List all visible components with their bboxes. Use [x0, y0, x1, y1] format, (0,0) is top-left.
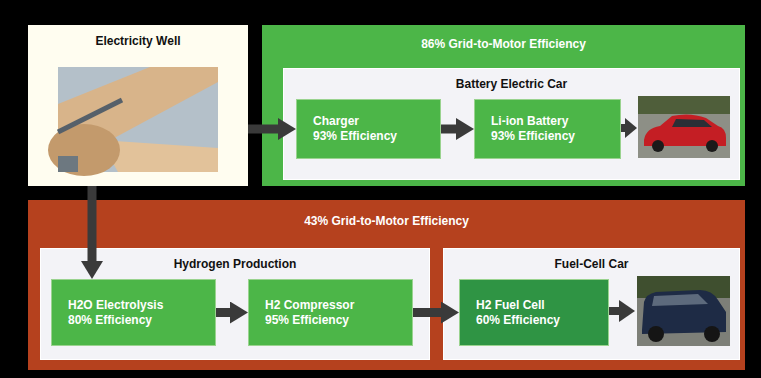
arrow-to-car: [609, 300, 635, 322]
efficiency-value: 95% Efficiency: [265, 313, 349, 328]
battery-car-photo: [638, 96, 730, 158]
process-box: H2 Compressor95% Efficiency: [248, 279, 413, 346]
panel-title: Hydrogen Production: [41, 257, 429, 272]
panel-title: Electricity Well: [28, 34, 248, 49]
efficiency-value: 93% Efficiency: [313, 129, 397, 144]
panel-title: Battery Electric Car: [284, 77, 739, 92]
efficiency-value: 80% Efficiency: [68, 313, 152, 328]
box-label: Charger: [313, 114, 359, 129]
flow-arrow: [216, 308, 230, 317]
flow-arrow: [413, 308, 441, 317]
flow-arrow: [88, 186, 97, 261]
group-panel: Hydrogen ProductionH2O Electrolysis80% E…: [40, 248, 430, 360]
band-title: 86% Grid-to-Motor Efficiency: [262, 37, 745, 52]
efficiency-value: 93% Efficiency: [491, 129, 575, 144]
wind-turbine-photo: [48, 67, 218, 176]
process-box: Li-ion Battery93% Efficiency: [474, 99, 621, 159]
flow-arrow: [441, 125, 456, 134]
box-label: H2 Compressor: [265, 298, 354, 313]
panel-title: Fuel-Cell Car: [444, 257, 739, 272]
arrow-to-car: [621, 118, 637, 138]
box-label: H2O Electrolysis: [68, 298, 163, 313]
flow-arrow: [248, 125, 278, 134]
process-box: H2 Fuel Cell60% Efficiency: [459, 279, 609, 346]
process-box: H2O Electrolysis80% Efficiency: [51, 279, 216, 346]
box-label: Li-ion Battery: [491, 114, 568, 129]
fuel-cell-car-photo: [637, 276, 730, 346]
band-title: 43% Grid-to-Motor Efficiency: [28, 214, 745, 229]
box-label: H2 Fuel Cell: [476, 298, 545, 313]
efficiency-value: 60% Efficiency: [476, 313, 560, 328]
process-box: Charger93% Efficiency: [296, 99, 441, 159]
